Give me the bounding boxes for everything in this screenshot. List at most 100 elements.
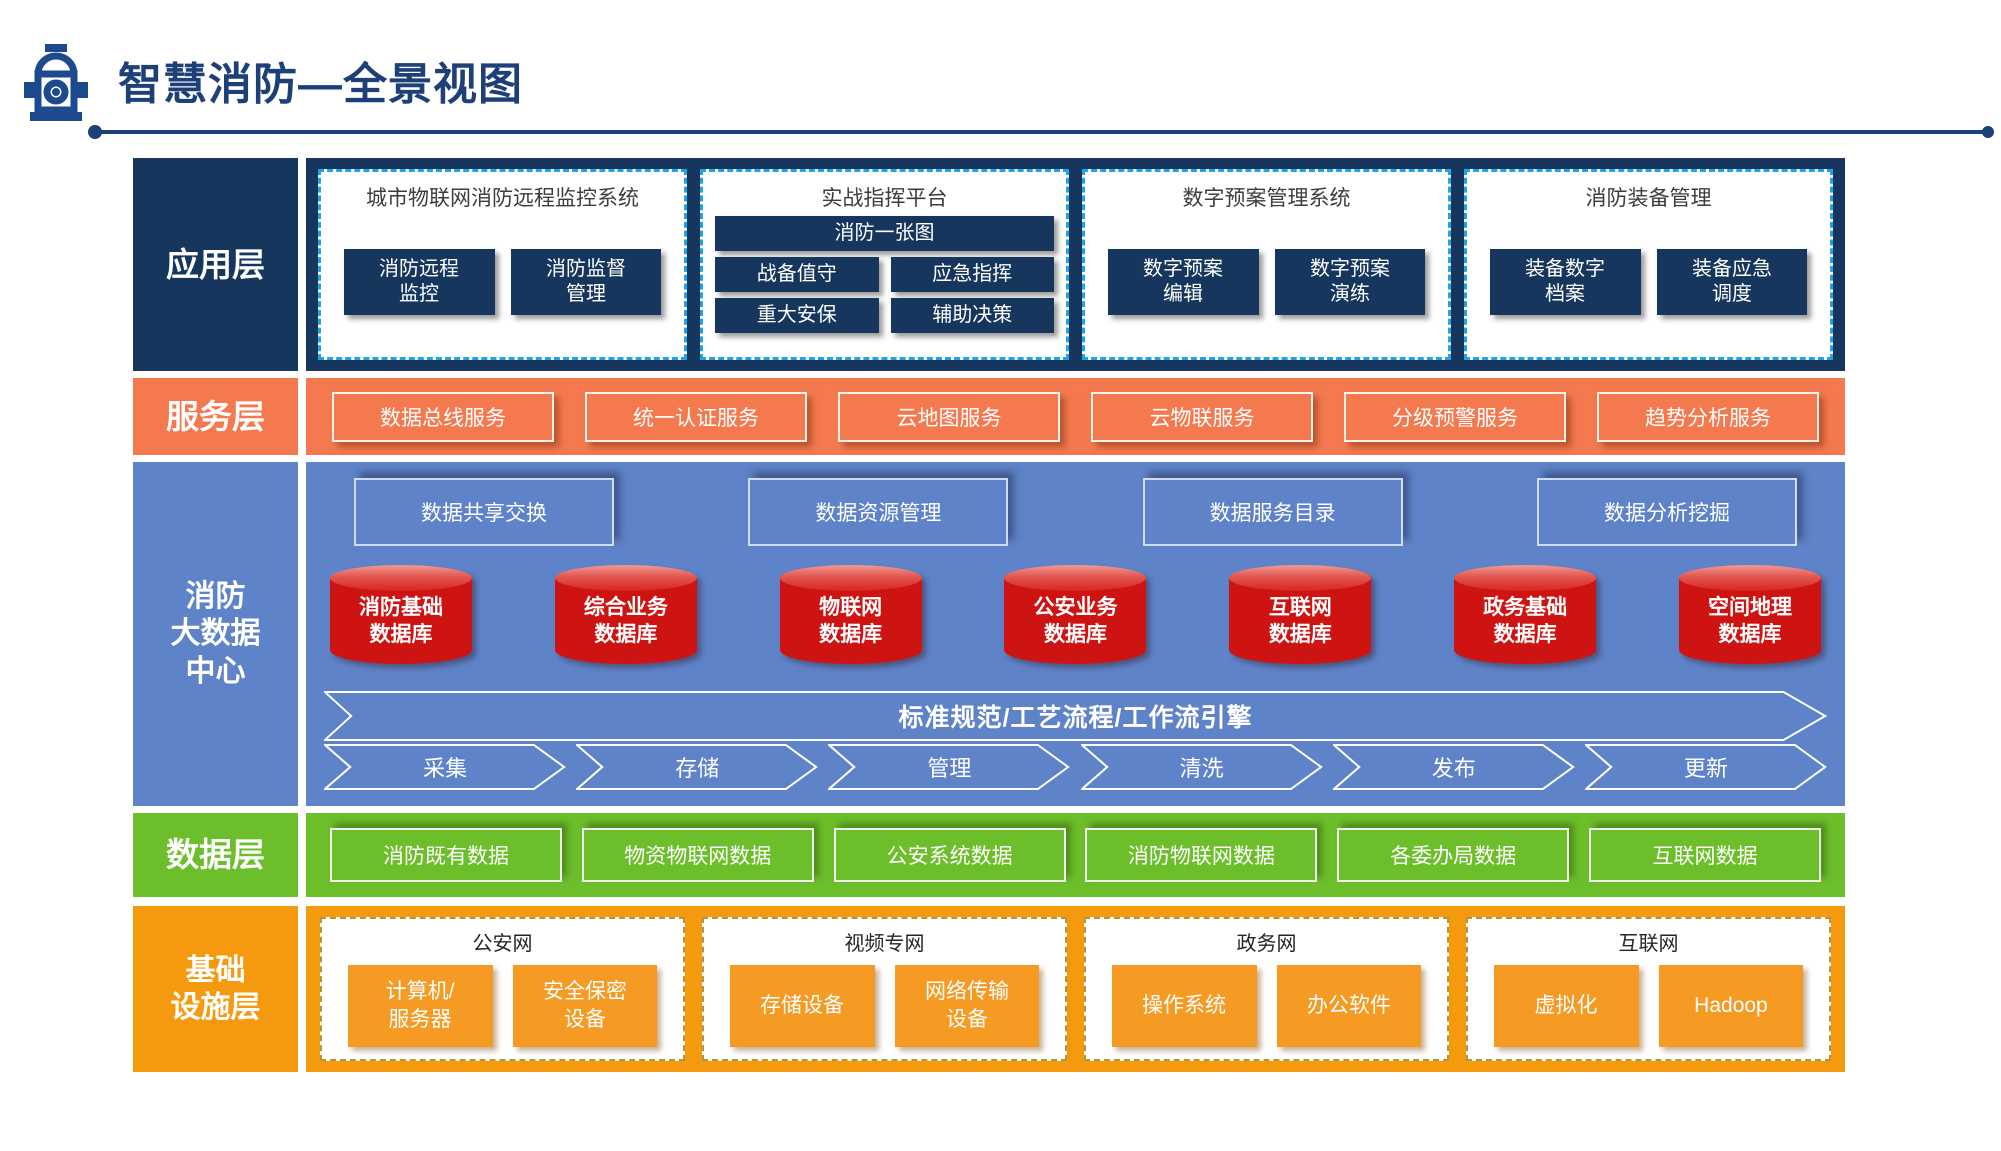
data-pipeline-row: 采集 存储 管理 清洗 xyxy=(324,744,1827,790)
system-box-equipment-mgmt: 消防装备管理 装备数字 档案 装备应急 调度 xyxy=(1464,169,1833,360)
bigdata-layer-content: 数据共享交换 数据资源管理 数据服务目录 数据分析挖掘 消防基础 数据库 综合业… xyxy=(306,462,1845,806)
data-layer-row: 数据层 消防既有数据 物资物联网数据 公安系统数据 消防物联网数据 各委办局数据… xyxy=(133,813,1845,897)
pipeline-step: 管理 xyxy=(828,744,1071,790)
network-title: 互联网 xyxy=(1618,933,1679,955)
infra-item-box: 存储设备 xyxy=(729,964,875,1047)
module-box: 战备值守 xyxy=(715,257,879,292)
system-title: 数字预案管理系统 xyxy=(1182,187,1351,210)
pipeline-step-label: 存储 xyxy=(675,756,720,781)
database-label: 综合业务 数据库 xyxy=(583,596,668,647)
data-layer-label: 数据层 xyxy=(133,813,298,897)
module-box: 消防一张图 xyxy=(715,216,1054,251)
workflow-banner-arrow: 标准规范/工艺流程/工作流引擎 xyxy=(324,691,1827,741)
pipeline-step-label: 采集 xyxy=(423,756,468,781)
module-box: 重大安保 xyxy=(715,298,879,333)
database-cylinder: 公安业务 数据库 xyxy=(1004,565,1147,664)
bigdata-layer-row: 消防 大数据 中心 数据共享交换 数据资源管理 数据服务目录 数据分析挖掘 消防… xyxy=(133,462,1845,806)
database-cylinder: 消防基础 数据库 xyxy=(330,565,472,664)
service-box: 数据总线服务 xyxy=(332,391,554,442)
network-title: 视频专网 xyxy=(844,933,925,955)
pipeline-step-label: 管理 xyxy=(927,756,972,781)
module-grid: 战备值守 应急指挥 重大安保 辅助决策 xyxy=(715,257,1054,333)
system-modules: 装备数字 档案 装备应急 调度 xyxy=(1477,216,1820,348)
fire-hydrant-icon xyxy=(24,44,88,121)
service-layer-label: 服务层 xyxy=(133,378,298,455)
pipeline-step: 存储 xyxy=(576,744,819,790)
module-box: 消防监督 管理 xyxy=(510,249,662,315)
data-layer-content: 消防既有数据 物资物联网数据 公安系统数据 消防物联网数据 各委办局数据 互联网… xyxy=(306,813,1845,897)
platform-box: 数据分析挖掘 xyxy=(1536,478,1797,546)
pipeline-step-label: 更新 xyxy=(1683,756,1728,781)
platform-box: 数据共享交换 xyxy=(354,478,614,546)
service-box: 趋势分析服务 xyxy=(1597,391,1819,442)
system-box-combat-command: 实战指挥平台 消防一张图 战备值守 应急指挥 重大安保 辅助决策 xyxy=(700,169,1069,360)
system-box-remote-monitoring: 城市物联网消防远程监控系统 消防远程 监控 消防监督 管理 xyxy=(318,169,687,360)
application-layer-label: 应用层 xyxy=(133,158,298,371)
service-layer-content: 数据总线服务 统一认证服务 云地图服务 云物联服务 分级预警服务 趋势分析服务 xyxy=(306,378,1845,455)
banner-arrow-shape xyxy=(324,691,1827,741)
network-items: 计算机/ 服务器 安全保密 设备 xyxy=(334,962,671,1049)
database-label: 公安业务 数据库 xyxy=(1033,596,1118,647)
database-cylinder: 综合业务 数据库 xyxy=(554,565,697,664)
architecture-diagram: 应用层 城市物联网消防远程监控系统 消防远程 监控 消防监督 管理 实战指挥平台… xyxy=(133,158,1845,1072)
infra-item-box: 安全保密 设备 xyxy=(512,964,658,1047)
system-title: 消防装备管理 xyxy=(1585,187,1712,210)
module-box: 应急指挥 xyxy=(890,257,1054,292)
infra-item-box: 办公软件 xyxy=(1276,964,1422,1047)
database-cylinder: 物联网 数据库 xyxy=(779,565,922,664)
infra-item-box: Hadoop xyxy=(1658,964,1804,1047)
infra-item-box: 虚拟化 xyxy=(1493,964,1639,1047)
module-box: 数字预案 演练 xyxy=(1274,249,1426,315)
data-source-box: 消防物联网数据 xyxy=(1085,828,1318,882)
chevron-shape xyxy=(576,744,819,790)
application-layer-content: 城市物联网消防远程监控系统 消防远程 监控 消防监督 管理 实战指挥平台 消防一… xyxy=(306,158,1845,371)
module-box: 装备应急 调度 xyxy=(1656,249,1808,315)
service-layer-row: 服务层 数据总线服务 统一认证服务 云地图服务 云物联服务 分级预警服务 趋势分… xyxy=(133,378,1845,455)
service-box: 统一认证服务 xyxy=(585,391,807,442)
network-box-video: 视频专网 存储设备 网络传输 设备 xyxy=(702,917,1067,1061)
infra-item-box: 计算机/ 服务器 xyxy=(347,964,493,1047)
data-source-box: 物资物联网数据 xyxy=(581,828,814,882)
pipeline-step: 清洗 xyxy=(1080,744,1323,790)
application-layer-row: 应用层 城市物联网消防远程监控系统 消防远程 监控 消防监督 管理 实战指挥平台… xyxy=(133,158,1845,371)
page-title: 智慧消防—全景视图 xyxy=(118,60,523,109)
pipeline-step-label: 清洗 xyxy=(1179,756,1224,781)
network-title: 政务网 xyxy=(1236,933,1297,955)
pipeline-step-label: 发布 xyxy=(1431,756,1476,781)
database-label: 政务基础 数据库 xyxy=(1483,596,1568,647)
module-box: 消防远程 监控 xyxy=(343,249,495,315)
network-title: 公安网 xyxy=(472,933,533,955)
data-source-box: 互联网数据 xyxy=(1588,828,1821,882)
database-label: 物联网 数据库 xyxy=(819,596,883,647)
system-title: 城市物联网消防远程监控系统 xyxy=(366,187,639,210)
pipeline-step: 更新 xyxy=(1584,744,1827,790)
system-box-digital-plan: 数字预案管理系统 数字预案 编辑 数字预案 演练 xyxy=(1082,169,1451,360)
infra-item-box: 网络传输 设备 xyxy=(894,964,1040,1047)
infrastructure-layer-label: 基础 设施层 xyxy=(133,906,298,1072)
module-box: 辅助决策 xyxy=(890,298,1054,333)
data-platform-row: 数据共享交换 数据资源管理 数据服务目录 数据分析挖掘 xyxy=(324,478,1827,546)
title-underline xyxy=(88,125,1994,139)
platform-box: 数据资源管理 xyxy=(748,478,1009,546)
network-items: 虚拟化 Hadoop xyxy=(1480,962,1817,1049)
service-box: 云地图服务 xyxy=(838,391,1060,442)
underline-left-dot xyxy=(88,125,102,139)
service-box: 云物联服务 xyxy=(1091,391,1313,442)
pipeline-step: 采集 xyxy=(324,744,566,790)
network-items: 存储设备 网络传输 设备 xyxy=(716,962,1053,1049)
database-label: 互联网 数据库 xyxy=(1268,596,1332,647)
infra-item-box: 操作系统 xyxy=(1111,964,1257,1047)
system-modules: 消防远程 监控 消防监督 管理 xyxy=(331,216,674,348)
platform-box: 数据服务目录 xyxy=(1142,478,1403,546)
infrastructure-layer-row: 基础 设施层 公安网 计算机/ 服务器 安全保密 设备 视频专网 存储设备 网络… xyxy=(133,906,1845,1072)
module-box: 装备数字 档案 xyxy=(1489,249,1641,315)
infrastructure-layer-content: 公安网 计算机/ 服务器 安全保密 设备 视频专网 存储设备 网络传输 设备 政… xyxy=(306,906,1845,1072)
chevron-shape xyxy=(1332,744,1575,790)
network-items: 操作系统 办公软件 xyxy=(1098,962,1435,1049)
module-box: 数字预案 编辑 xyxy=(1107,249,1259,315)
database-cylinder: 政务基础 数据库 xyxy=(1454,565,1597,664)
database-label: 空间地理 数据库 xyxy=(1707,596,1792,647)
chevron-shape xyxy=(1584,744,1827,790)
database-row: 消防基础 数据库 综合业务 数据库 物联网 数据库 公安业务 数据库 互联网 数… xyxy=(324,565,1827,677)
